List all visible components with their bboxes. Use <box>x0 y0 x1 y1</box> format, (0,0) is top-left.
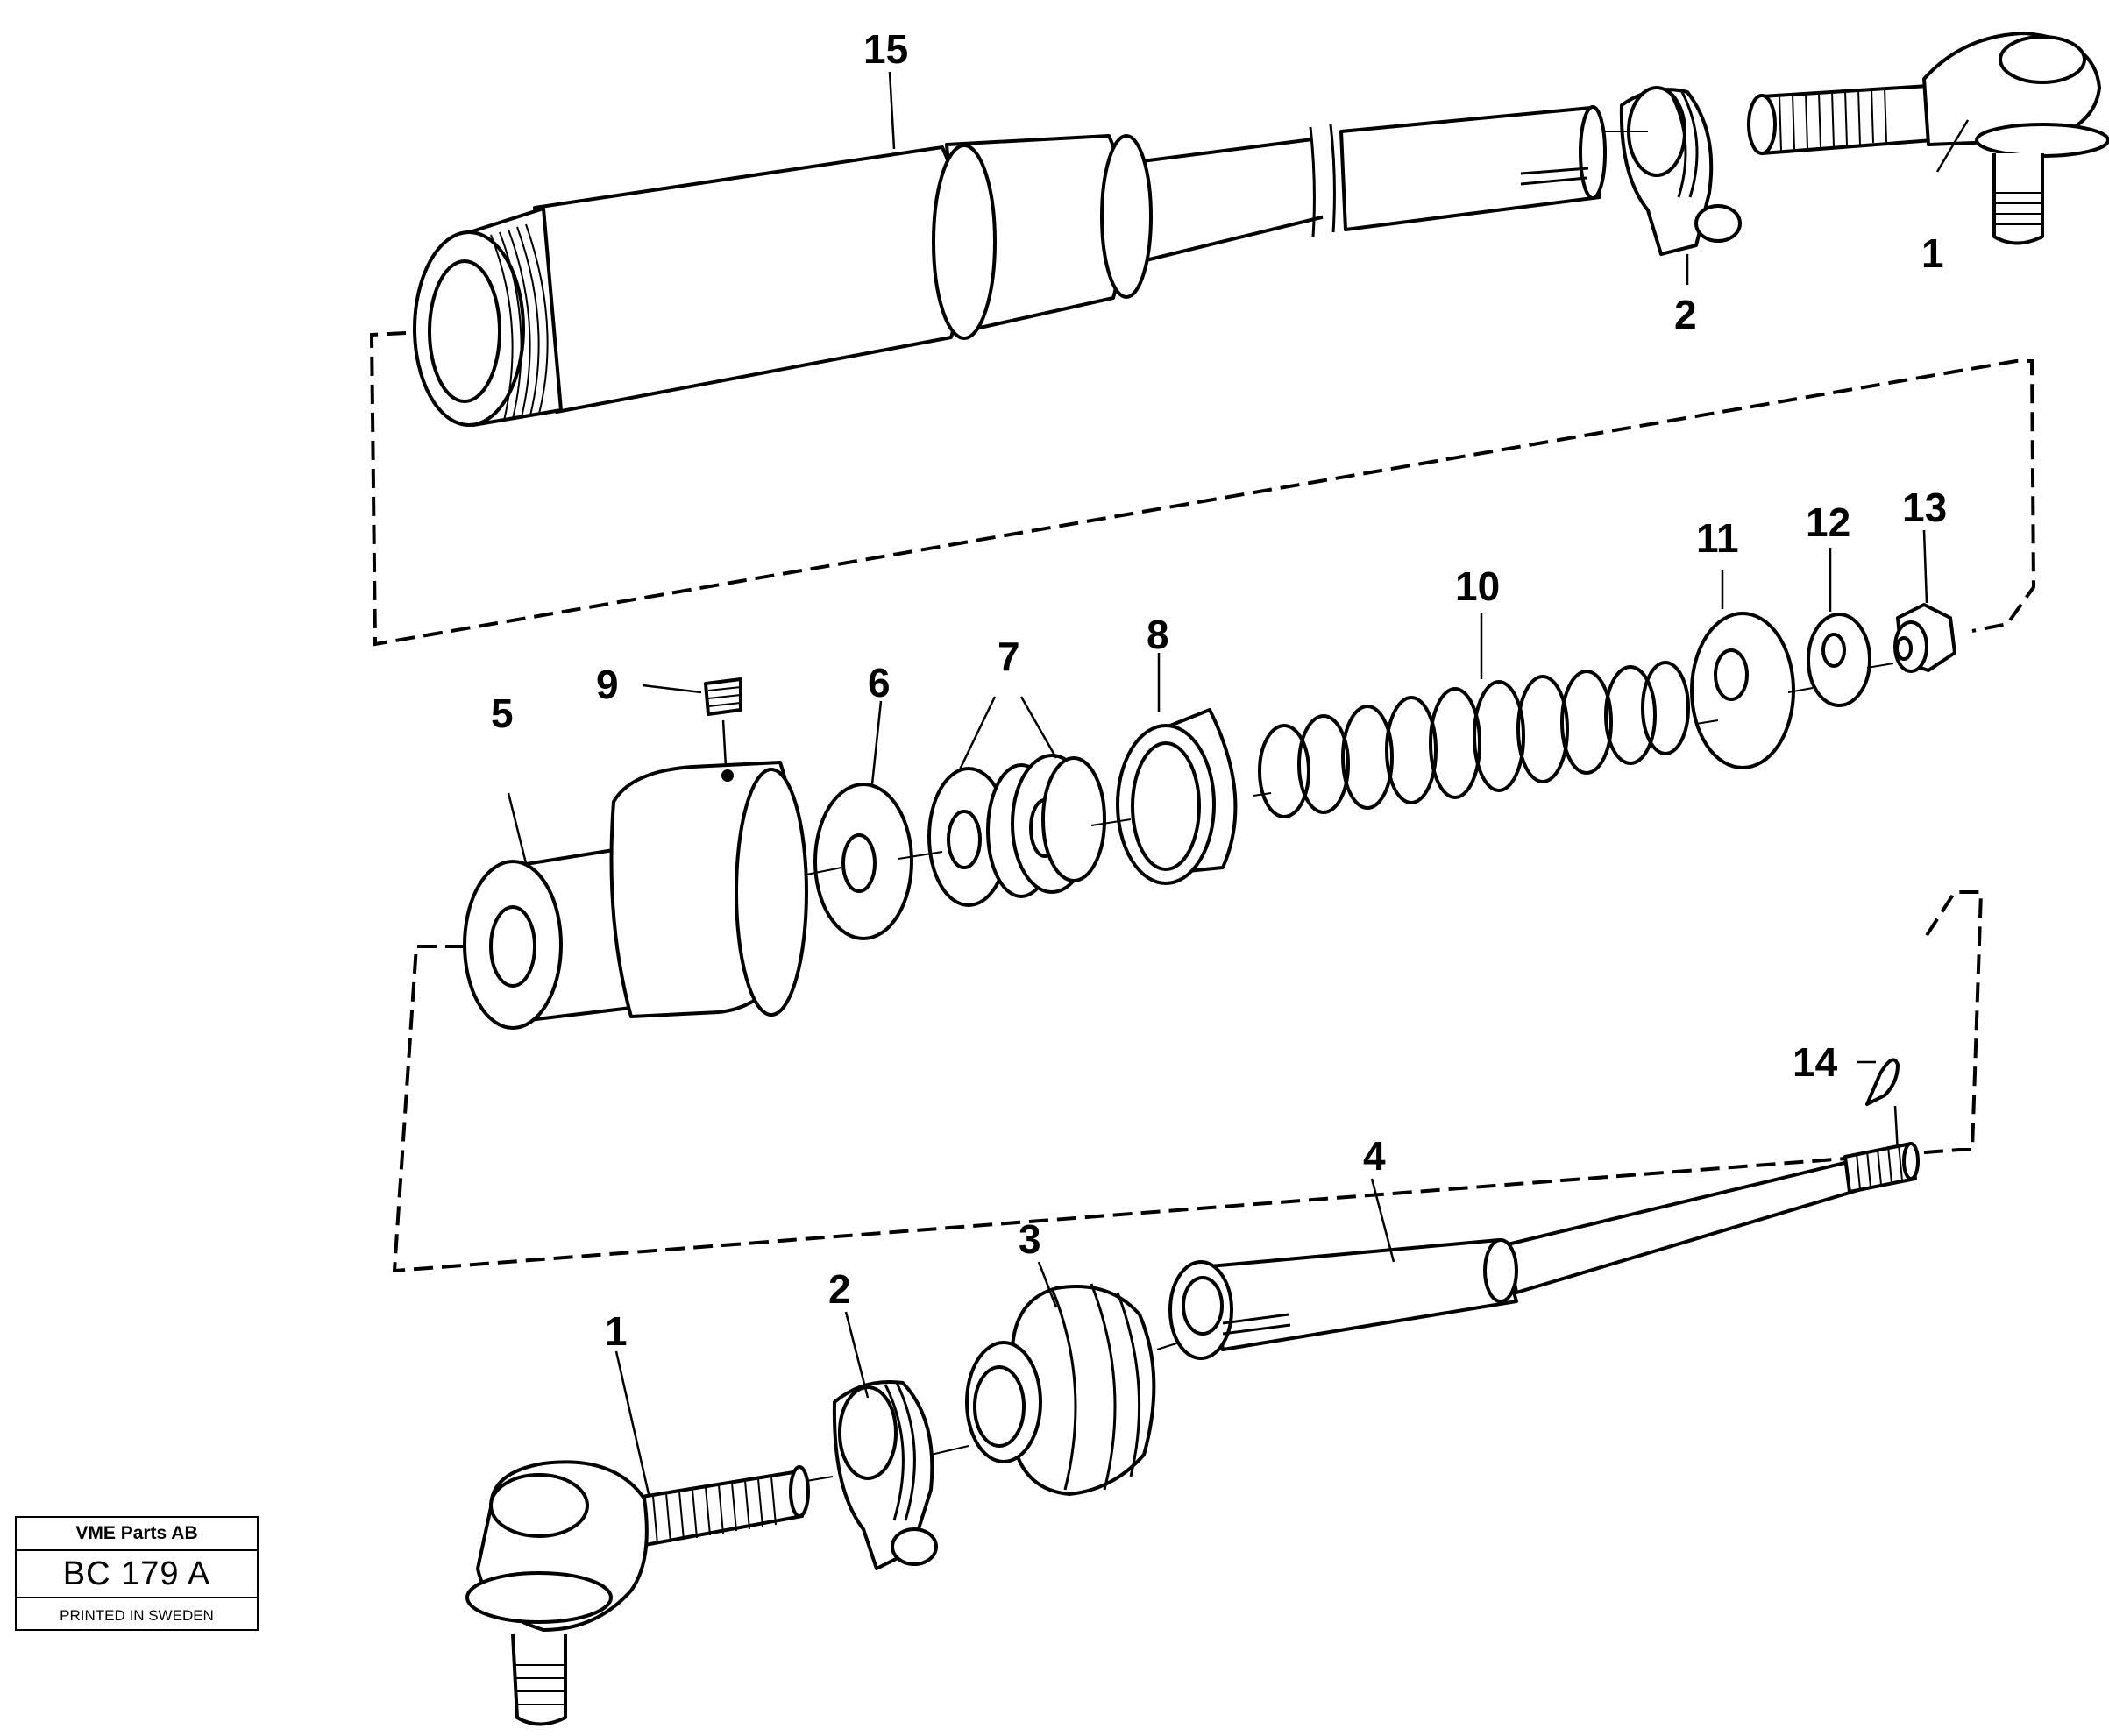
callout-7: 7 <box>998 634 1020 679</box>
assembly-axis-middle <box>806 663 1894 875</box>
callout-3: 3 <box>1019 1216 1041 1262</box>
callout-6: 6 <box>868 660 891 705</box>
part-8-sleeve <box>1116 653 1238 885</box>
part-14-cotter-pin <box>1857 1058 1900 1153</box>
part-2-clamp-top <box>1604 86 1742 285</box>
callout-5: 5 <box>491 691 514 736</box>
part-1-ball-joint-bottom <box>465 1350 810 1726</box>
stamp-company: VME Parts AB <box>17 1518 257 1551</box>
assembly-guide-upper <box>369 331 2036 647</box>
callout-2-bottom: 2 <box>828 1266 851 1312</box>
callout-14: 14 <box>1793 1039 1838 1085</box>
part-10-spring <box>1258 613 1690 818</box>
part-2-clamp-bottom <box>832 1311 938 1570</box>
stamp-printed: PRINTED IN SWEDEN <box>60 1606 214 1624</box>
assembly-guide-lower <box>392 890 1984 1273</box>
part-3-boot <box>965 1261 1156 1496</box>
publisher-stamp: VME Parts AB BC 179 A PRINTED IN SWEDEN <box>15 1516 259 1631</box>
callout-10: 10 <box>1455 563 1500 609</box>
callout-2-top: 2 <box>1674 292 1697 337</box>
part-12-washer <box>1807 548 1871 707</box>
callout-8: 8 <box>1147 612 1169 657</box>
callout-13: 13 <box>1902 485 1947 530</box>
callout-labels: 15 2 1 5 9 6 7 8 10 11 12 13 14 4 3 2 1 <box>491 26 1947 1354</box>
part-13-nut <box>1893 529 1956 673</box>
part-11-washer <box>1690 570 1795 769</box>
part-9-set-screw <box>642 677 742 768</box>
part-1-ball-joint-top <box>1747 32 2109 245</box>
part-5-piston <box>463 761 808 1030</box>
assembly-axis-bottom <box>806 1342 1180 1482</box>
callout-12: 12 <box>1806 500 1850 545</box>
part-15-cylinder-tube <box>413 71 1607 427</box>
part-7-seals <box>927 696 1106 907</box>
part-6-washer <box>813 700 913 940</box>
callout-1-bottom: 1 <box>605 1308 628 1354</box>
callout-1-top: 1 <box>1921 230 1944 276</box>
callout-9: 9 <box>596 662 619 707</box>
stamp-code: BC 179 A <box>17 1551 257 1598</box>
callout-15: 15 <box>863 26 908 72</box>
callout-11: 11 <box>1696 515 1739 561</box>
callout-4: 4 <box>1363 1133 1386 1179</box>
part-4-piston-rod <box>1168 1142 1920 1360</box>
